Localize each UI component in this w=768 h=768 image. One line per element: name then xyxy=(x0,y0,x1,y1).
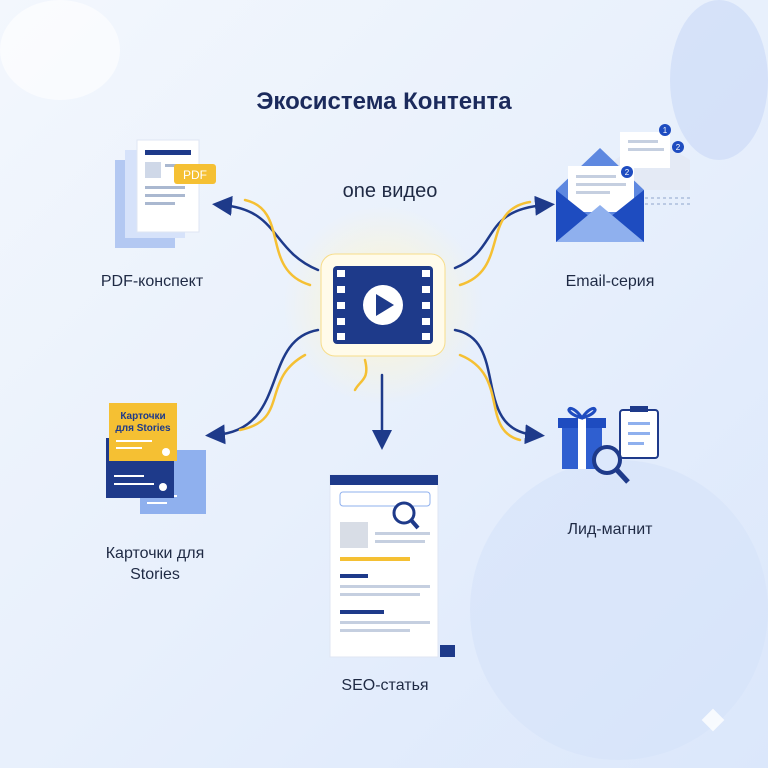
play-icon xyxy=(376,294,394,316)
stories-cards-icon xyxy=(106,403,206,514)
accent-to-stories xyxy=(238,353,307,432)
email-envelope-icon xyxy=(556,124,690,242)
card-title: Карточки xyxy=(120,411,165,422)
pdf-label: PDF-конспект xyxy=(100,273,204,290)
email-badge: 1 xyxy=(663,126,668,135)
seo-label: SEO-статья xyxy=(341,677,429,694)
pdf-document-icon xyxy=(115,139,216,248)
accent-to-pdf xyxy=(243,198,312,287)
page-title: Экосистема Контента xyxy=(256,88,512,115)
arrow-to-stories xyxy=(205,328,320,445)
email-badge: 2 xyxy=(676,143,681,152)
center-label: one видео xyxy=(342,180,438,202)
accent-to-seo xyxy=(353,358,368,392)
email-label: Email-серия xyxy=(565,273,655,290)
card-title: для Stories xyxy=(115,423,171,434)
lead-label: Лид-магнит xyxy=(567,521,653,538)
email-badge: 2 xyxy=(625,168,630,177)
stories-label-line1: Карточки для xyxy=(105,545,205,562)
seo-article-icon xyxy=(329,474,455,658)
accent-to-lead xyxy=(458,353,522,442)
arrow-to-lead xyxy=(453,328,545,445)
lead-magnet-icon xyxy=(558,406,659,484)
stories-label-line2: Stories xyxy=(130,566,180,583)
bg-blob xyxy=(470,460,768,760)
bg-blob xyxy=(670,0,768,160)
accent-to-email xyxy=(458,200,532,287)
arrow-to-email xyxy=(453,195,555,270)
bg-blob xyxy=(0,0,120,100)
video-tile xyxy=(320,253,446,357)
pdf-badge: PDF xyxy=(183,168,207,182)
